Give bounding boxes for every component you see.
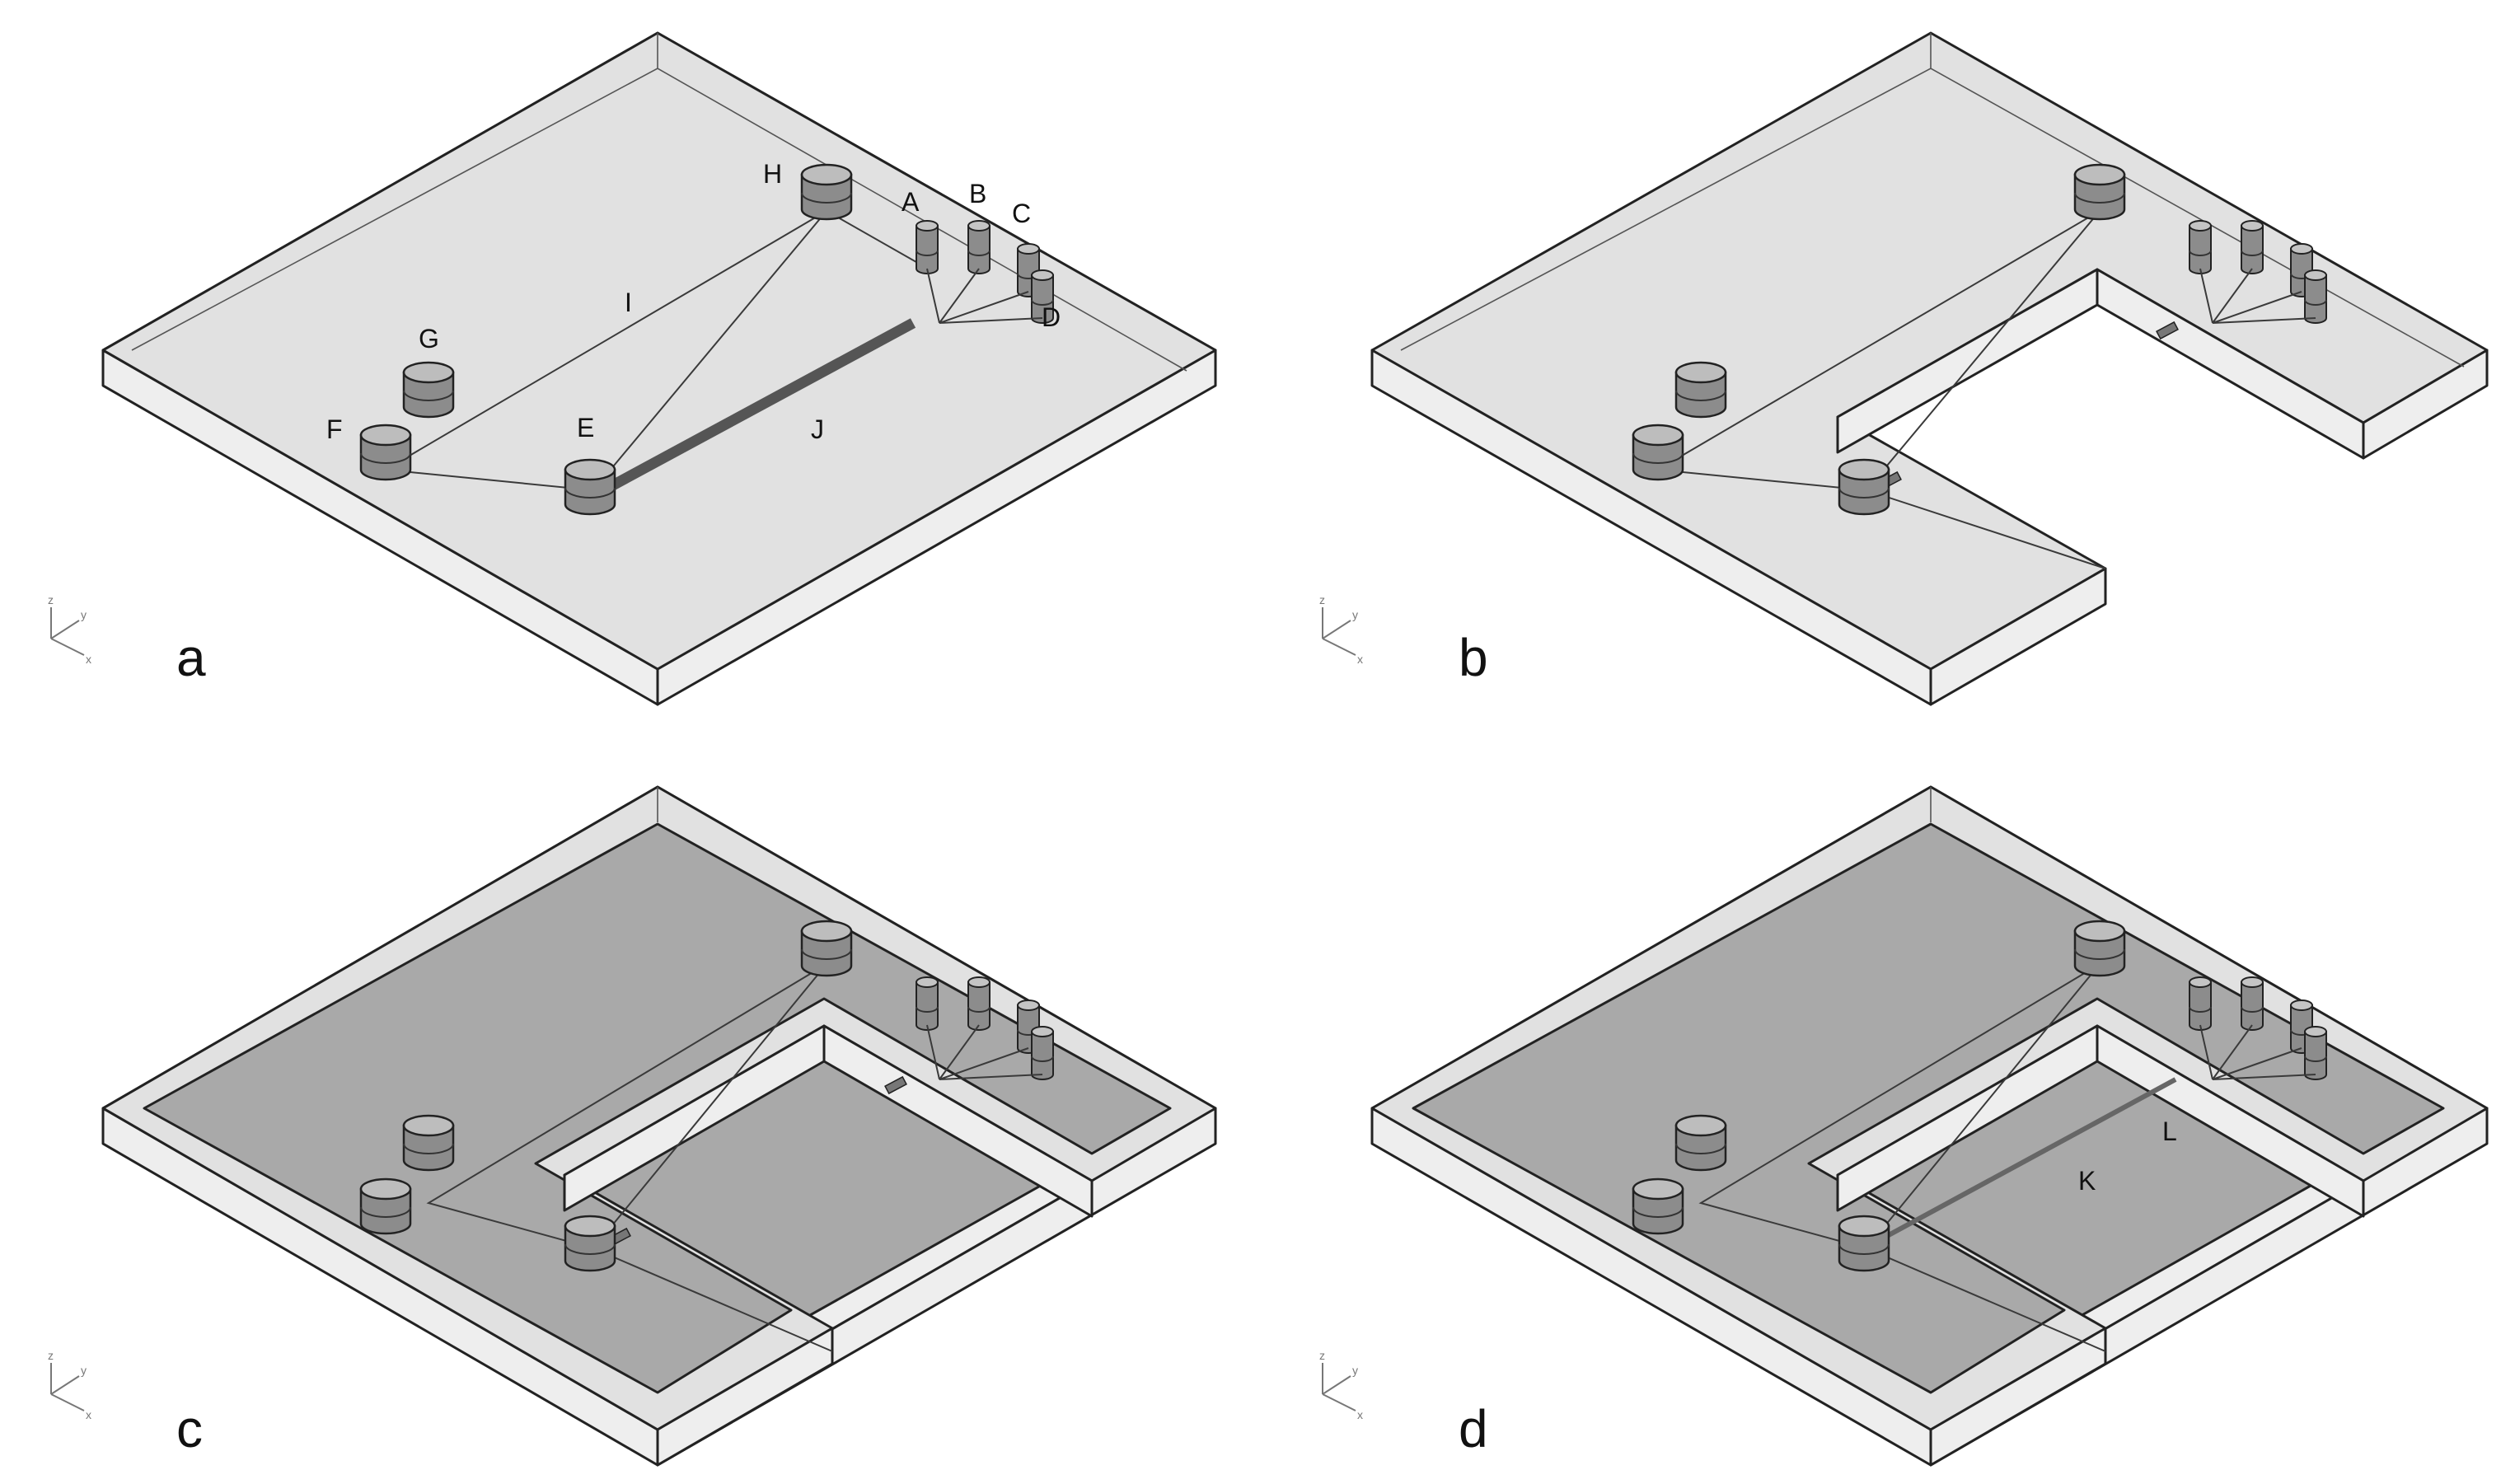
well-E xyxy=(564,458,616,516)
well-G-b xyxy=(1674,361,1727,419)
panel-label-a: a xyxy=(176,628,206,687)
label-J: J xyxy=(811,414,824,444)
well-H xyxy=(800,163,853,221)
panel-label-b: b xyxy=(1459,628,1488,687)
well-E-c xyxy=(564,1215,616,1272)
label-A: A xyxy=(902,187,920,217)
well-F xyxy=(359,424,412,481)
label-D: D xyxy=(1042,302,1061,332)
label-I: I xyxy=(625,288,632,317)
panel-label-d: d xyxy=(1459,1399,1488,1458)
well-F-c xyxy=(359,1177,412,1235)
well-G xyxy=(402,361,455,419)
axes-c xyxy=(47,1348,92,1422)
axes-b xyxy=(1318,592,1364,667)
well-H-c xyxy=(800,920,853,977)
label-B: B xyxy=(969,179,986,208)
well-G-d xyxy=(1674,1114,1727,1172)
well-G-c xyxy=(402,1114,455,1172)
label-F: F xyxy=(326,414,343,444)
axes-d xyxy=(1318,1348,1364,1422)
panel-d: K L d xyxy=(1318,785,2489,1467)
well-F-d xyxy=(1632,1177,1684,1235)
panel-a: A B C D E F G H I J a xyxy=(47,31,1217,706)
well-F-b xyxy=(1632,424,1684,481)
panel-label-c: c xyxy=(176,1399,203,1458)
label-L: L xyxy=(2162,1117,2177,1146)
panel-b: b xyxy=(1318,31,2489,706)
well-E-b xyxy=(1838,458,1890,516)
panel-c: c xyxy=(47,785,1217,1467)
well-H-d xyxy=(2073,920,2126,977)
label-G: G xyxy=(419,324,439,353)
label-E: E xyxy=(577,413,594,442)
well-H-b xyxy=(2073,163,2126,221)
axes-a xyxy=(47,592,92,667)
label-K: K xyxy=(2078,1166,2096,1196)
label-H: H xyxy=(763,159,782,189)
well-E-d xyxy=(1838,1215,1890,1272)
label-C: C xyxy=(1012,199,1031,228)
